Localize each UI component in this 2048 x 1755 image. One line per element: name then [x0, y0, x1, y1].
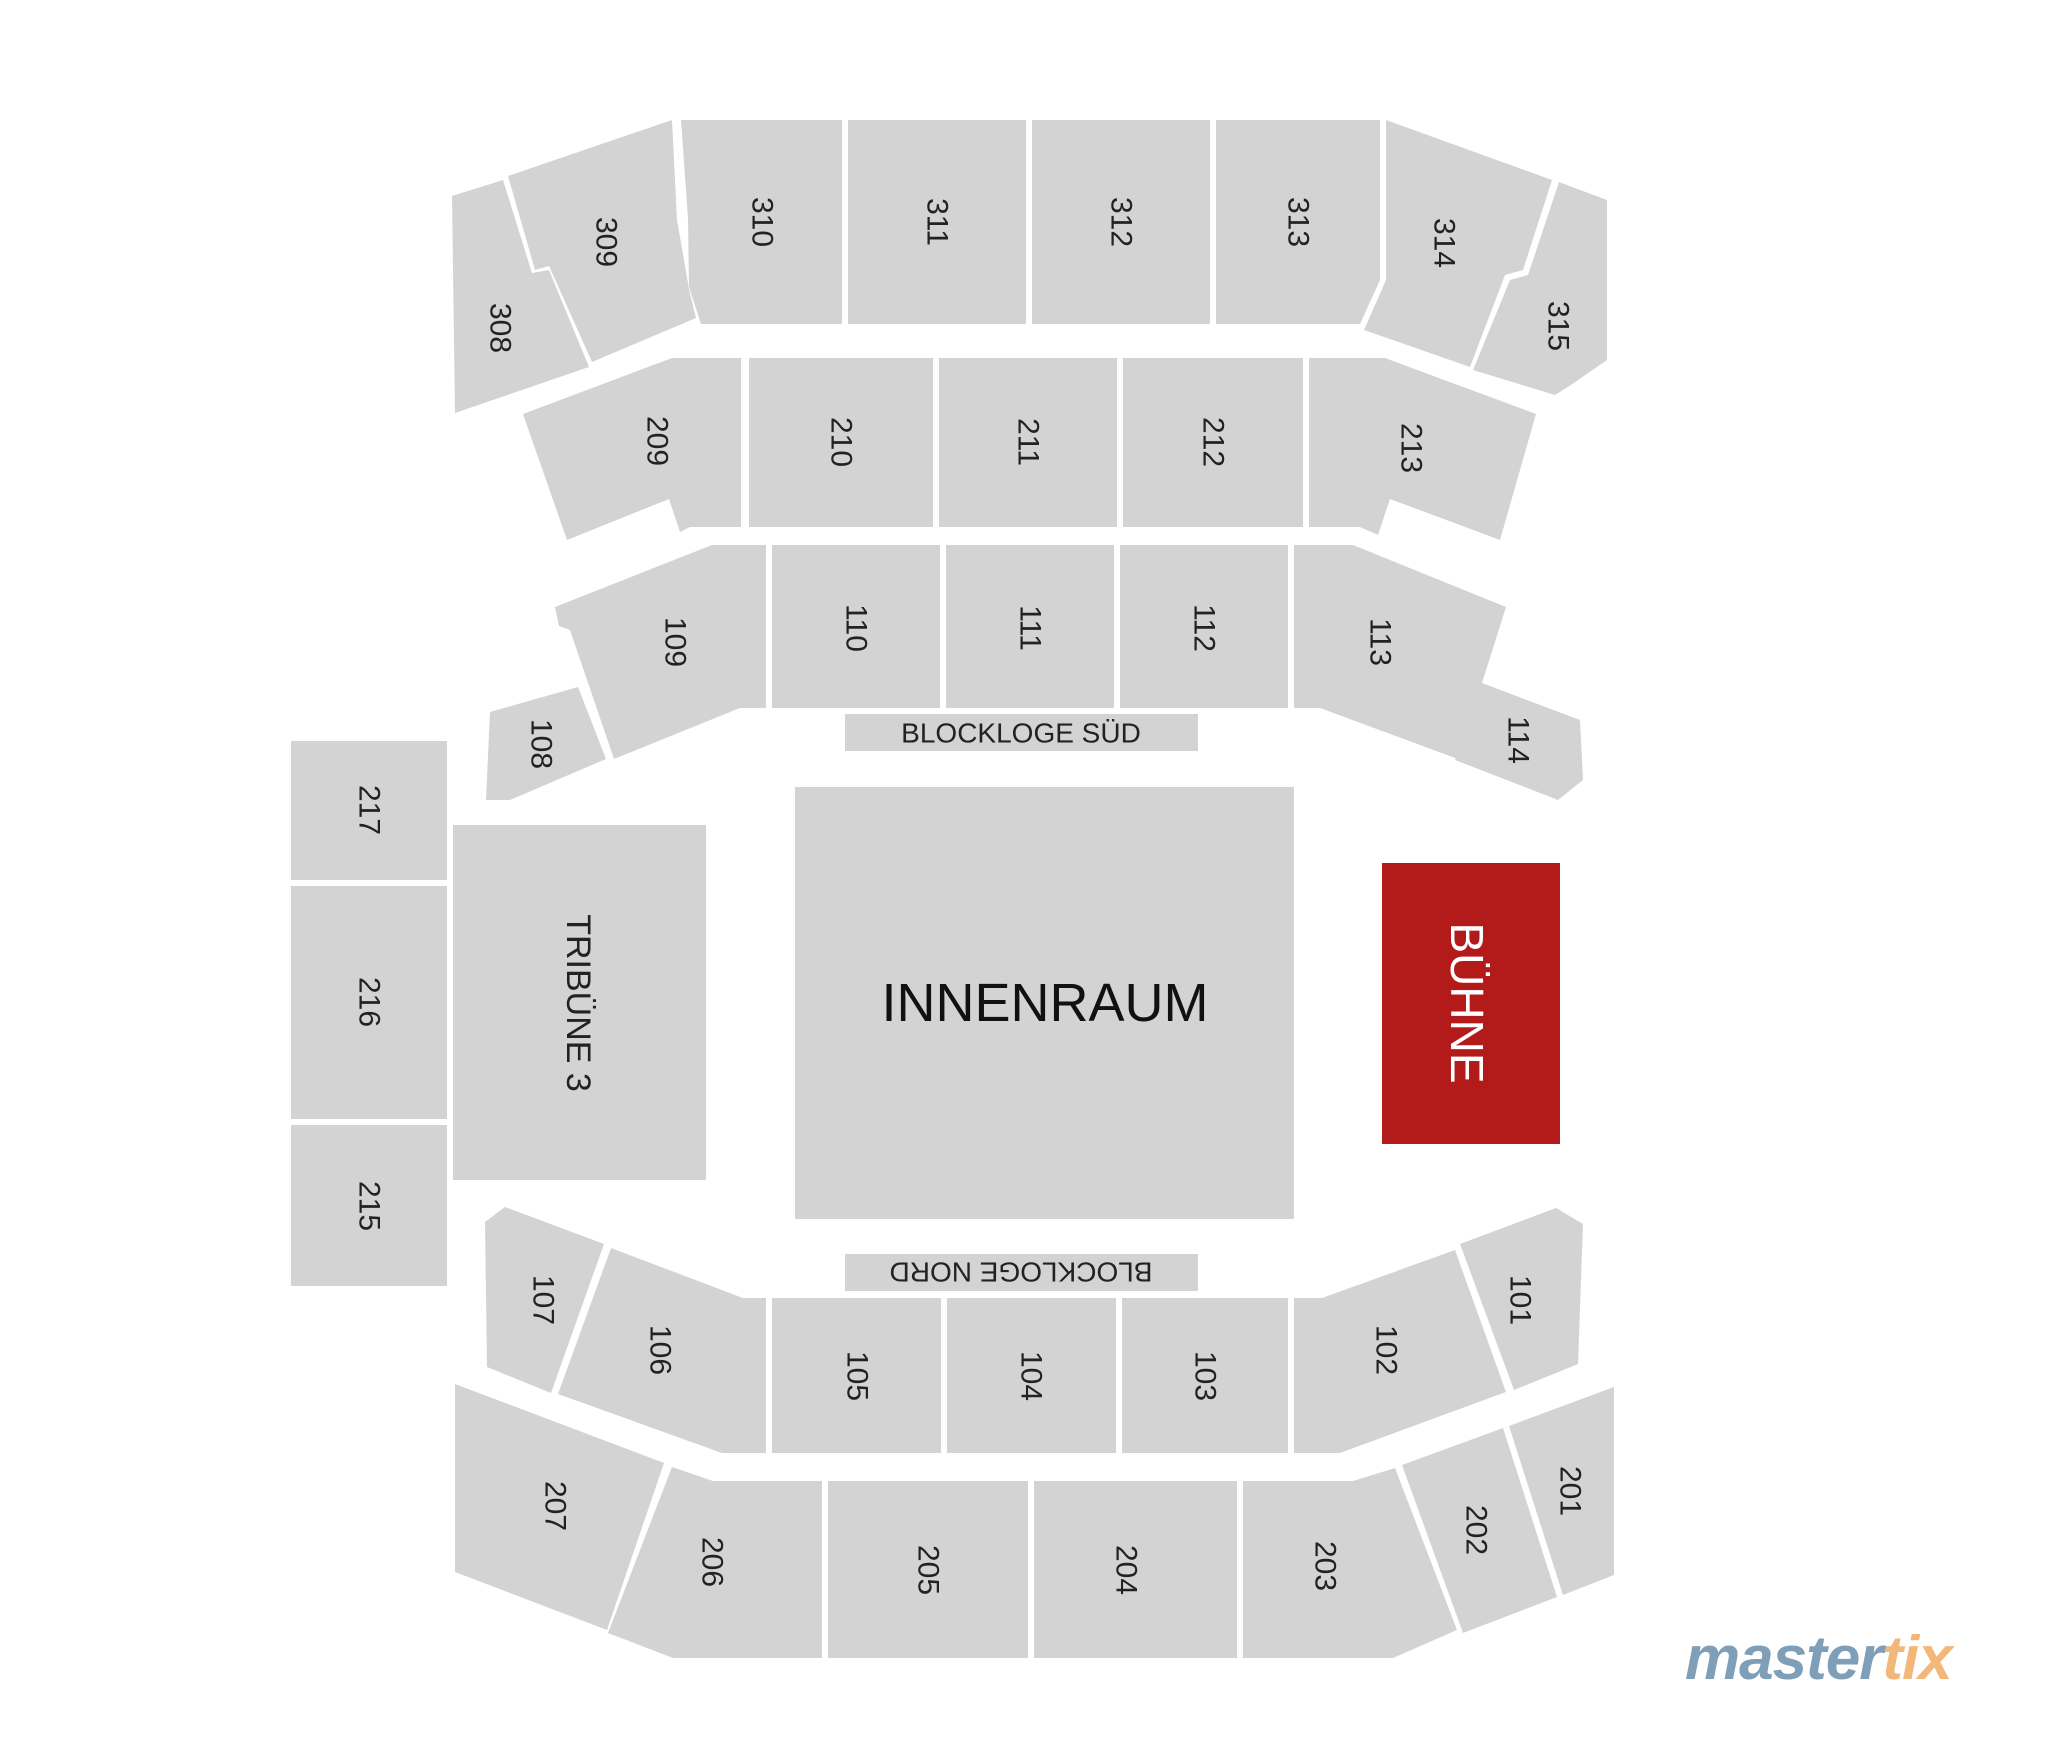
section-113[interactable]: 113	[1294, 545, 1506, 759]
innenraum[interactable]: INNENRAUM	[795, 787, 1294, 1219]
section-107-label: 107	[527, 1275, 560, 1325]
section-216[interactable]: 216	[291, 886, 447, 1119]
section-202[interactable]: 202	[1402, 1428, 1557, 1633]
section-102[interactable]: 102	[1294, 1250, 1506, 1453]
section-217[interactable]: 217	[291, 741, 447, 880]
section-103-label: 103	[1189, 1351, 1222, 1401]
section-310-label: 310	[746, 197, 779, 247]
stage-label: BÜHNE	[1441, 922, 1493, 1083]
section-106[interactable]: 106	[558, 1248, 766, 1453]
section-201-label: 201	[1554, 1466, 1587, 1516]
section-314-label: 314	[1428, 218, 1461, 268]
section-312-label: 312	[1105, 197, 1138, 247]
section-101[interactable]: 101	[1460, 1208, 1583, 1390]
section-106-label: 106	[644, 1325, 677, 1375]
section-210-label: 210	[825, 417, 858, 467]
section-315[interactable]: 315	[1473, 182, 1607, 395]
section-209[interactable]: 209	[523, 358, 741, 540]
section-211[interactable]: 211	[939, 358, 1117, 527]
section-207[interactable]: 207	[455, 1384, 664, 1630]
section-308[interactable]: 308	[452, 180, 589, 413]
section-112-label: 112	[1188, 604, 1221, 652]
section-202-label: 202	[1460, 1505, 1493, 1555]
section-111-label: 111	[1014, 605, 1047, 651]
brand-part-2: tix	[1882, 1624, 1952, 1693]
section-311-label: 311	[921, 198, 954, 246]
section-210[interactable]: 210	[749, 358, 933, 527]
section-103[interactable]: 103	[1122, 1298, 1288, 1453]
section-217-label: 217	[353, 785, 386, 835]
section-309[interactable]: 309	[508, 120, 696, 362]
section-313[interactable]: 313	[1216, 120, 1380, 324]
stage: BÜHNE	[1382, 863, 1560, 1144]
brand-part-1: master	[1685, 1624, 1883, 1693]
section-114-label: 114	[1502, 716, 1535, 764]
section-309-label: 309	[590, 217, 623, 267]
section-215-label: 215	[353, 1181, 386, 1231]
blockloge-nord-label: BLOCKLOGE NORD	[890, 1257, 1153, 1288]
section-212[interactable]: 212	[1123, 358, 1303, 527]
innenraum-label: INNENRAUM	[881, 973, 1208, 1033]
section-102-label: 102	[1370, 1325, 1403, 1375]
section-109[interactable]: 109	[555, 545, 766, 759]
section-207-label: 207	[539, 1481, 572, 1531]
section-315-label: 315	[1542, 301, 1575, 351]
section-110-label: 110	[840, 604, 873, 652]
section-105[interactable]: 105	[772, 1298, 941, 1453]
tribune-3[interactable]: TRIBÜNE 3	[453, 825, 706, 1180]
section-209-label: 209	[641, 416, 674, 466]
section-104-label: 104	[1015, 1351, 1048, 1401]
section-108-label: 108	[525, 719, 558, 769]
section-312[interactable]: 312	[1032, 120, 1210, 324]
section-101-label: 101	[1504, 1275, 1537, 1325]
section-205-label: 205	[912, 1545, 945, 1595]
section-206[interactable]: 206	[608, 1467, 822, 1658]
section-213[interactable]: 213	[1309, 358, 1536, 540]
blockloge-sued-label: BLOCKLOGE SÜD	[901, 718, 1141, 749]
section-216-label: 216	[353, 977, 386, 1027]
section-105-label: 105	[841, 1351, 874, 1401]
section-308-label: 308	[484, 303, 517, 353]
section-212-label: 212	[1197, 417, 1230, 467]
section-114[interactable]: 114	[1455, 683, 1583, 800]
section-205[interactable]: 205	[828, 1481, 1028, 1658]
section-107[interactable]: 107	[485, 1207, 604, 1393]
section-211-label: 211	[1012, 418, 1045, 466]
section-110[interactable]: 110	[772, 545, 940, 708]
section-201[interactable]: 201	[1509, 1387, 1614, 1595]
section-313-label: 313	[1282, 197, 1315, 247]
section-204-label: 204	[1110, 1545, 1143, 1595]
section-113-label: 113	[1364, 618, 1397, 666]
section-203-label: 203	[1309, 1541, 1342, 1591]
section-314[interactable]: 314	[1364, 120, 1552, 367]
section-203[interactable]: 203	[1243, 1468, 1457, 1658]
section-108[interactable]: 108	[486, 687, 606, 800]
mastertix-logo: mastertix	[1685, 1628, 1953, 1690]
section-204[interactable]: 204	[1034, 1481, 1237, 1658]
section-311[interactable]: 311	[848, 120, 1026, 324]
blockloge-sued[interactable]: BLOCKLOGE SÜD	[845, 714, 1198, 751]
section-104[interactable]: 104	[947, 1298, 1116, 1453]
section-213-label: 213	[1395, 423, 1428, 473]
section-310[interactable]: 310	[681, 120, 842, 324]
tribune-3-label: TRIBÜNE 3	[559, 914, 597, 1092]
section-215[interactable]: 215	[291, 1125, 447, 1286]
section-206-label: 206	[696, 1537, 729, 1587]
section-109-label: 109	[659, 617, 692, 667]
section-111[interactable]: 111	[946, 545, 1114, 708]
section-112[interactable]: 112	[1120, 545, 1288, 708]
blockloge-nord[interactable]: BLOCKLOGE NORD	[845, 1254, 1198, 1291]
